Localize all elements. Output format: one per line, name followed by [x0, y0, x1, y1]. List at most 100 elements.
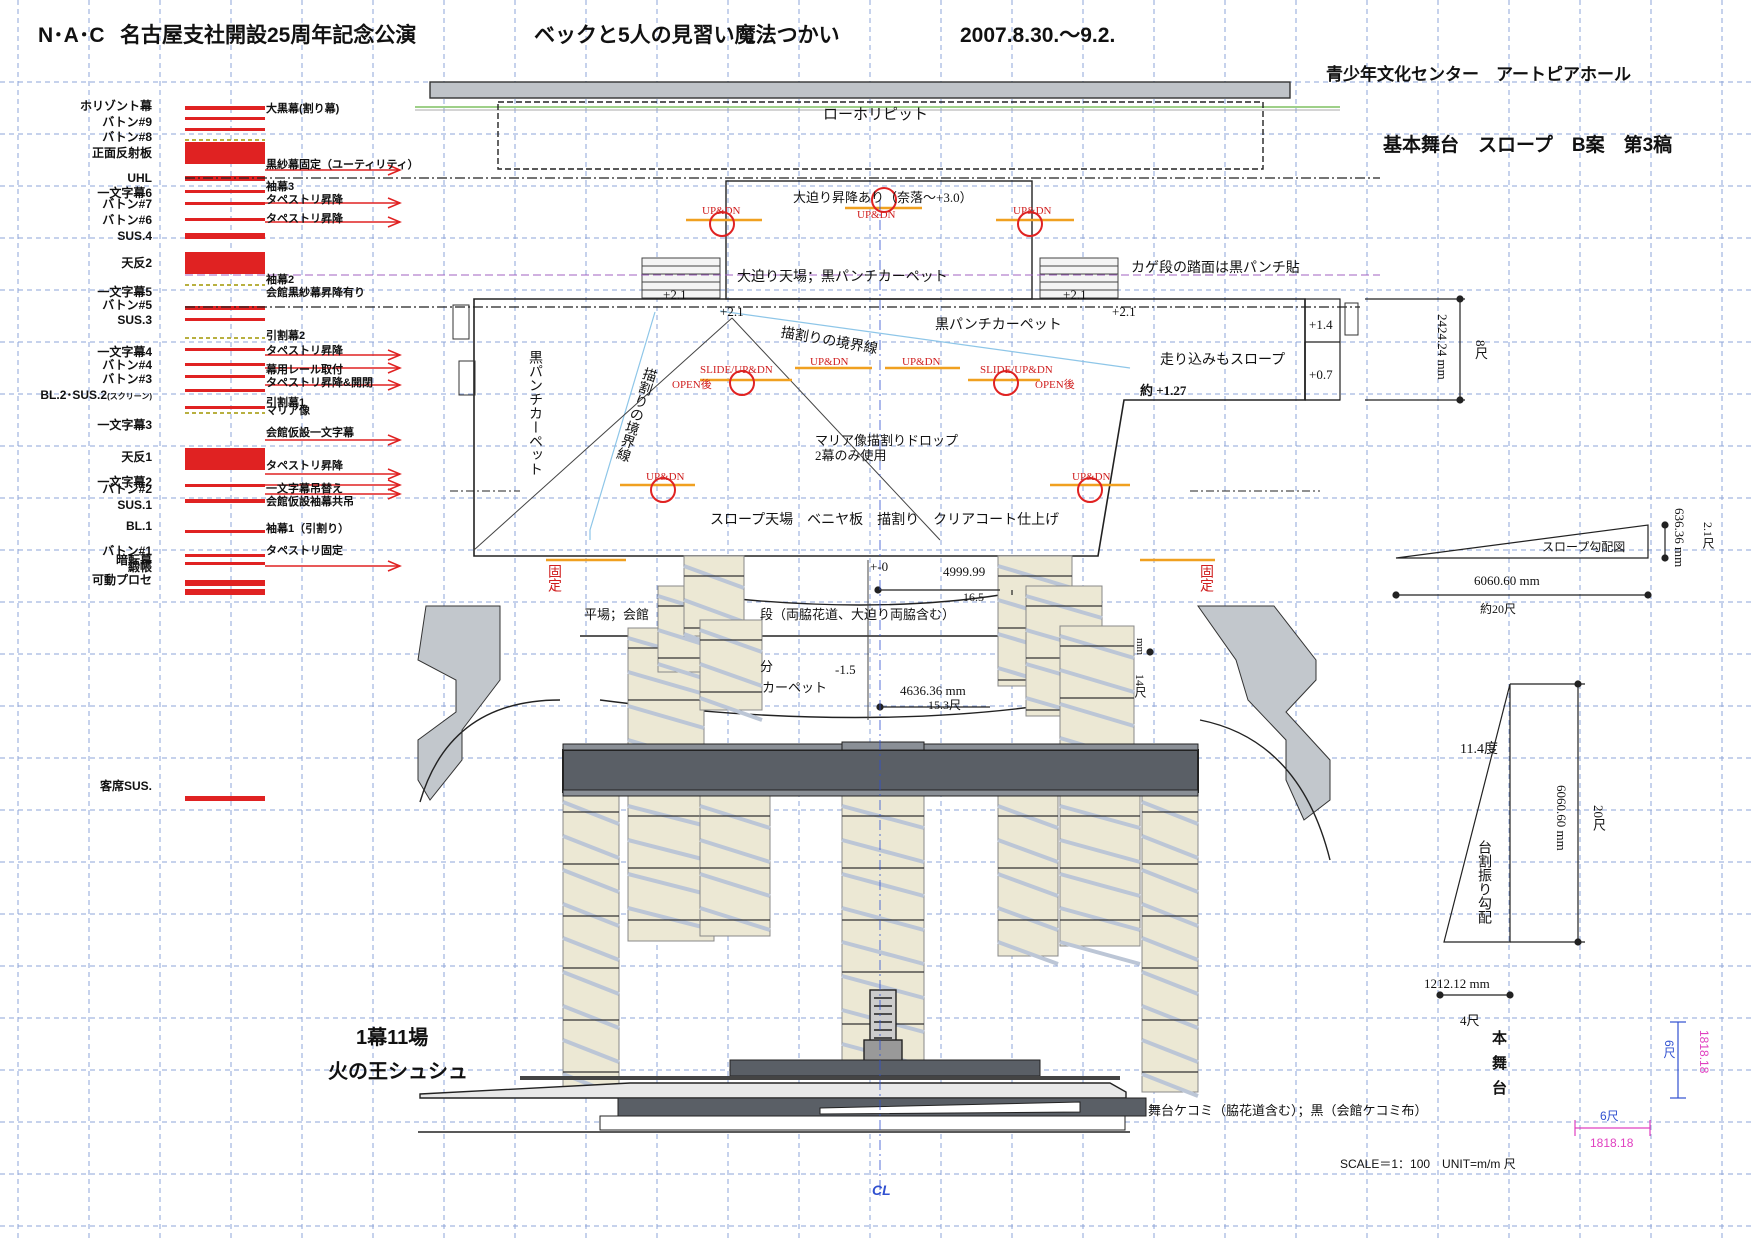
- runup-label: 走り込みもスロープ: [1160, 353, 1286, 368]
- dim-6shaku-v: 6尺: [1662, 1040, 1676, 1059]
- fly-left-label: 正面反射板: [91, 146, 152, 160]
- fly-left-label: 一文字幕3: [97, 418, 152, 432]
- dim-6060-h: 6060.60 mm: [1474, 573, 1540, 588]
- fly-left-label: 緞帳: [127, 560, 152, 574]
- title-org: N･A･C: [38, 24, 105, 47]
- dai-label: 台割振り勾配: [1476, 840, 1491, 924]
- fly-bar: [185, 117, 265, 120]
- dim-8shaku: 8尺: [1473, 340, 1488, 360]
- mark-pm0: +-0: [870, 559, 889, 574]
- lift-circle: [729, 370, 755, 396]
- fly-right-label: タペストリ昇降: [266, 213, 343, 225]
- fly-left-label: 暗転幕: [115, 553, 152, 567]
- dim-4636: 4636.36 mm: [900, 683, 966, 698]
- fly-bar: [185, 190, 265, 193]
- arrow-icons: [265, 164, 402, 572]
- fly-right-label: 大黒幕(割り幕): [266, 103, 340, 115]
- fly-left-label: 客席SUS.: [99, 779, 152, 793]
- mark-p21: +2.1: [720, 304, 744, 319]
- fly-bar: [185, 530, 265, 533]
- fly-right-label: 引割幕2: [266, 330, 306, 342]
- carpet-label: カーペット: [762, 680, 828, 695]
- title-show: ベックと5人の見習い魔法つかい: [534, 24, 840, 47]
- dim-2424: 2424.24 mm: [1435, 314, 1450, 380]
- dim-15-3: 15.3尺: [928, 698, 962, 712]
- fly-left-label: UHL: [127, 171, 152, 185]
- rohori-label: ローホリピット: [823, 107, 929, 123]
- fly-left-label: 天反1: [121, 450, 152, 464]
- scene-name: 火の王シュシュ: [328, 1061, 468, 1083]
- cl-label: CL: [872, 1182, 891, 1198]
- fly-bar: [185, 363, 265, 366]
- fly-left-label: SUS.3: [117, 313, 152, 327]
- scenery-tower: [699, 619, 763, 722]
- dim-1212: 1212.12 mm: [1424, 976, 1490, 991]
- fly-bar: [185, 252, 265, 274]
- fly-left-label: 一文字幕2: [97, 475, 152, 489]
- fly-bar: [185, 406, 265, 409]
- fly-right-label: タペストリ昇降: [266, 194, 343, 206]
- scenery-tower: [997, 795, 1059, 966]
- mark-slide: SLIDE/UP&DN: [980, 364, 1053, 376]
- mark-updn: UP&DN: [810, 356, 849, 368]
- fly-bar: [185, 796, 265, 801]
- fly-left-label: バトン#7: [102, 197, 152, 211]
- fly-bar: [185, 318, 265, 321]
- approx-label: 約 +1.27: [1140, 383, 1187, 398]
- mark-updn: UP&DN: [1013, 205, 1052, 217]
- maria-label: マリア像描割りドロップ: [815, 433, 959, 448]
- dim-4999: 4999.99: [943, 564, 986, 579]
- fly-right-label: 黒紗幕固定（ユーティリティ）: [266, 159, 419, 171]
- dim-2-1shaku: 2.1尺: [1701, 522, 1715, 549]
- dim-16-5: 16.5: [963, 590, 984, 604]
- flat-label-2: 段（両脇花道、大迫り両脇含む）: [760, 607, 956, 622]
- fly-bar: [185, 106, 265, 110]
- mark-p21: +2.1: [663, 287, 687, 302]
- venue: 青少年文化センター アートピアホール: [1326, 65, 1631, 84]
- dim-4shaku: 4尺: [1460, 1013, 1480, 1028]
- lift-circle: [1077, 477, 1103, 503]
- black-carpet-vertical: 黒パンチカーペット: [527, 350, 542, 476]
- fly-left-label: 可動プロセ: [91, 573, 152, 587]
- fly-right-label: 袖幕3: [266, 181, 295, 193]
- kage-label: カゲ段の踏面は黒パンチ貼: [1131, 261, 1300, 276]
- fly-bar: [185, 218, 265, 221]
- mark-p14: +1.4: [1309, 317, 1333, 332]
- honbutai-label: 本舞台: [1490, 1030, 1506, 1105]
- ladder-icon: [863, 989, 903, 1063]
- rear-wall: [429, 81, 1291, 99]
- fly-left-label: バトン#8: [102, 130, 152, 144]
- fly-bar: [185, 202, 265, 205]
- mark-open: OPEN後: [672, 379, 712, 391]
- bun-label: 分: [760, 659, 774, 674]
- black-carpet-label: 黒パンチカーペット: [935, 318, 1062, 333]
- dim-6060-v: 6060.60 mm: [1554, 785, 1569, 851]
- mark-updn: UP&DN: [702, 205, 741, 217]
- scenery-tower: [699, 795, 771, 937]
- fly-right-label: 引割幕1: [266, 397, 306, 409]
- fly-bar: [185, 448, 265, 470]
- fly-bar: [185, 484, 265, 487]
- kekomi-label: 舞台ケコミ（脇花道含む）；黒（会館ケコミ布）: [1148, 1103, 1428, 1118]
- dim-14shaku: 14尺: [1133, 674, 1147, 698]
- fly-left-label: 一文字幕4: [97, 345, 152, 359]
- maria-label-2: 2幕のみ使用: [815, 448, 887, 463]
- fixed-left: 固定: [546, 564, 561, 592]
- fly-left-label: バトン#3: [102, 372, 152, 386]
- fly-bars: [185, 106, 265, 801]
- mark-slide: SLIDE/UP&DN: [700, 364, 773, 376]
- mark-m15: -1.5: [835, 662, 856, 677]
- fly-left-label: ホリゾント幕: [79, 99, 152, 113]
- fixed-right: 固定: [1198, 564, 1213, 592]
- fly-right-label: タペストリ固定: [266, 545, 343, 557]
- fly-bar: [185, 233, 265, 239]
- fly-left-label: バトン#2: [102, 482, 152, 496]
- fly-left-label: 一文字幕5: [97, 285, 152, 299]
- scenery-tower: [1059, 625, 1135, 762]
- fly-left-label: BL.1: [125, 519, 152, 533]
- fly-right-label: 会館仮設袖幕共吊: [266, 496, 354, 508]
- fly-right-label: 会館仮設一文字幕: [266, 427, 354, 439]
- angle-label: 11.4度: [1460, 742, 1498, 757]
- fly-left-label: SUS.1: [117, 498, 152, 512]
